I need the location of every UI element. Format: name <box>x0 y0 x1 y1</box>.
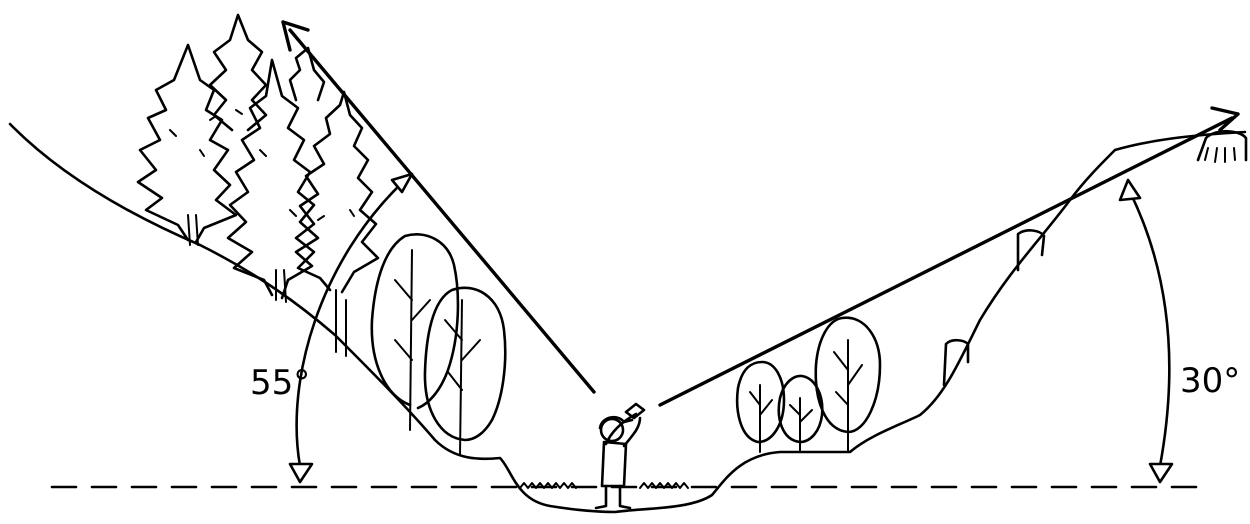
left-arc-bottom-arrowhead <box>290 464 312 482</box>
branch-strokes <box>750 340 862 452</box>
stump-roots <box>1205 148 1235 162</box>
trunk-strokes <box>170 110 354 356</box>
conifer-tree <box>210 15 266 130</box>
clinometer-instrument <box>626 404 644 418</box>
person-body <box>602 442 626 486</box>
left-angle-arc <box>290 174 412 482</box>
deciduous-trees-left <box>372 234 505 455</box>
right-arc-bottom-arrowhead <box>1150 464 1172 482</box>
conifer-tree <box>290 48 324 100</box>
deciduous-tree <box>425 288 505 440</box>
right-arc-top-arrowhead <box>1120 180 1140 200</box>
person-head <box>601 419 623 441</box>
deciduous-trees-right <box>737 318 880 452</box>
person-with-clinometer <box>596 404 644 508</box>
right-angle-label: 30° <box>1180 361 1240 401</box>
right-angle-arc <box>1120 180 1172 482</box>
valley-ground-profile <box>10 124 1245 512</box>
stump <box>944 340 968 385</box>
conifer-trees <box>138 15 378 356</box>
right-angle-arc-line <box>1130 192 1169 466</box>
person-legs <box>596 486 630 508</box>
left-angle-label: 55° <box>250 363 310 403</box>
